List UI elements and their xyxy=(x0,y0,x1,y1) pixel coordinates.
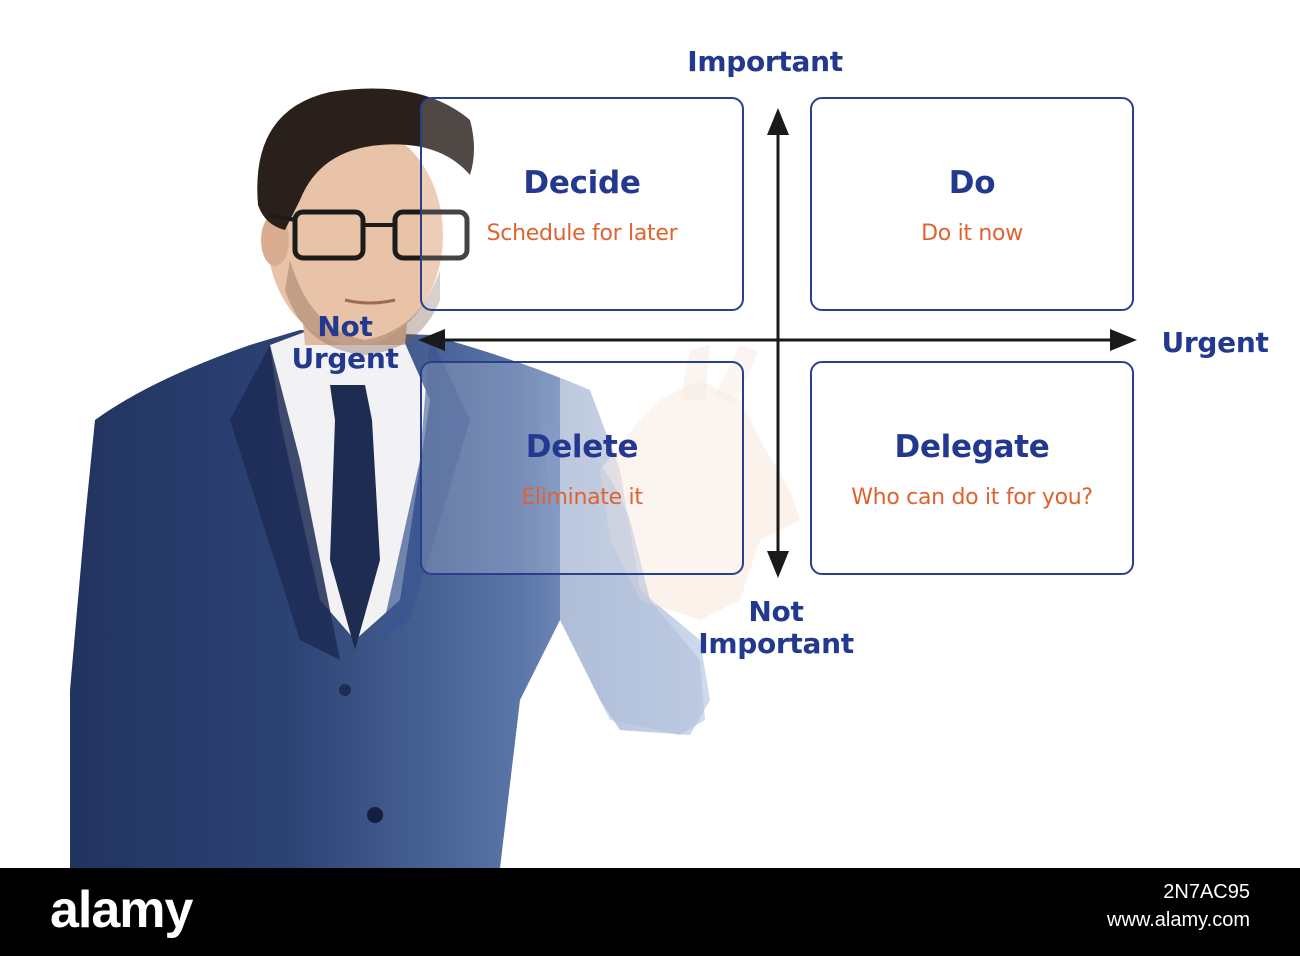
quadrant-title: Decide xyxy=(523,165,641,201)
quadrant-delete: Delete Eliminate it xyxy=(420,361,744,575)
quadrant-delegate: Delegate Who can do it for you? xyxy=(810,361,1134,575)
axis-label-line: Not xyxy=(748,595,804,628)
axis-label-important: Important xyxy=(660,46,870,78)
image-canvas: Decide Schedule for later Do Do it now D… xyxy=(70,45,1280,868)
quadrant-title: Delegate xyxy=(894,429,1050,465)
quadrant-subtitle: Do it now xyxy=(921,221,1023,246)
alamy-logo: alamy xyxy=(50,881,193,939)
axis-label-text: Urgent xyxy=(1161,326,1269,359)
site-url: www.alamy.com xyxy=(1107,909,1250,931)
quadrant-title: Do xyxy=(948,165,996,201)
axis-label-not-urgent: Not Urgent xyxy=(280,311,410,375)
axis-label-line: Urgent xyxy=(291,342,399,375)
quadrant-subtitle: Schedule for later xyxy=(486,221,678,246)
arrow-down-icon xyxy=(767,551,789,578)
businessman-photo xyxy=(70,88,800,868)
quadrant-title: Delete xyxy=(525,429,639,465)
quadrant-decide: Decide Schedule for later xyxy=(420,97,744,311)
axis-label-line: Important xyxy=(698,627,854,660)
quadrant-subtitle: Who can do it for you? xyxy=(851,485,1093,510)
arrow-up-icon xyxy=(767,108,789,135)
arrow-right-icon xyxy=(1110,329,1137,351)
axes xyxy=(418,108,1137,578)
image-id: 2N7AC95 xyxy=(1163,881,1250,903)
quadrant-do: Do Do it now xyxy=(810,97,1134,311)
arrow-left-icon xyxy=(418,329,445,351)
axis-label-urgent: Urgent xyxy=(1150,327,1280,359)
watermark-footer: alamy 2N7AC95 www.alamy.com xyxy=(0,868,1300,956)
axis-label-not-important: Not Important xyxy=(676,596,876,660)
axis-label-text: Important xyxy=(687,45,843,78)
quadrant-subtitle: Eliminate it xyxy=(521,485,643,510)
image-id-block: 2N7AC95 www.alamy.com xyxy=(1107,878,1250,934)
axis-label-line: Not xyxy=(317,310,373,343)
